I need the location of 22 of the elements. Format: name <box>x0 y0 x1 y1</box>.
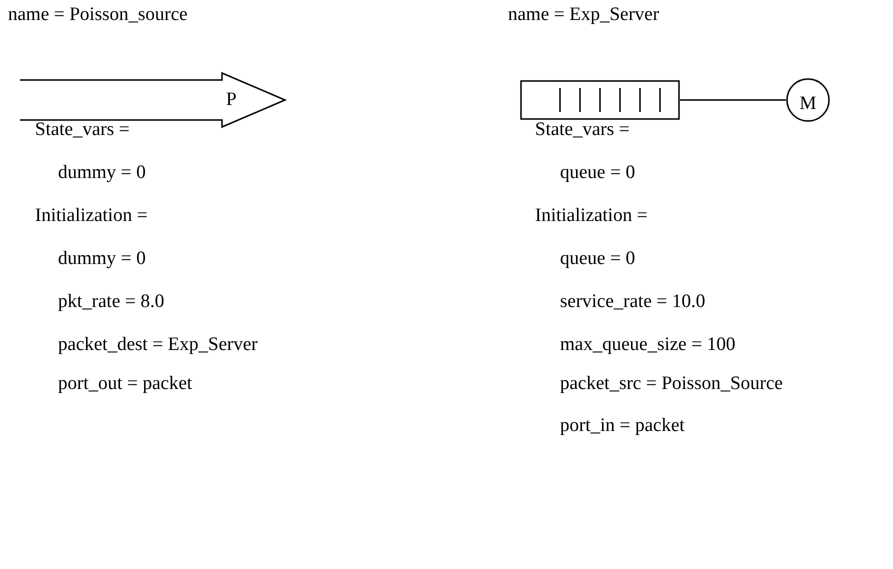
parameter-text: service_rate = 10.0 <box>560 291 706 313</box>
symbol-letter: P <box>226 89 237 111</box>
parameter-text: queue = 0 <box>560 162 636 184</box>
name-label: name = Exp_Server <box>508 4 660 26</box>
server-circle <box>786 78 830 122</box>
parameter-text: State_vars = <box>35 119 130 141</box>
parameter-text: packet_src = Poisson_Source <box>560 373 783 395</box>
parameter-text: port_in = packet <box>560 415 685 437</box>
parameter-text: max_queue_size = 100 <box>560 334 736 356</box>
name-label: name = Poisson_source <box>8 4 188 26</box>
queue-box <box>520 80 680 120</box>
parameter-text: Initialization = <box>535 205 648 227</box>
parameter-text: pkt_rate = 8.0 <box>58 291 164 313</box>
parameter-text: dummy = 0 <box>58 162 146 184</box>
parameter-text: queue = 0 <box>560 248 636 270</box>
connector-line <box>680 99 786 101</box>
parameter-text: State_vars = <box>535 119 630 141</box>
parameter-text: packet_dest = Exp_Server <box>58 334 258 356</box>
symbol-letter: M <box>798 93 818 115</box>
parameter-text: dummy = 0 <box>58 248 146 270</box>
parameter-text: Initialization = <box>35 205 148 227</box>
parameter-text: port_out = packet <box>58 373 192 395</box>
